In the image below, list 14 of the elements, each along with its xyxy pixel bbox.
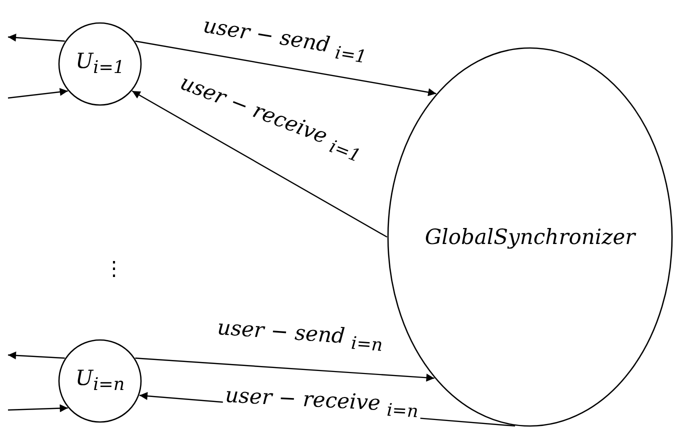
arrow bbox=[135, 358, 434, 382]
arrow bbox=[8, 88, 68, 99]
arrow bbox=[135, 40, 436, 96]
user-circle bbox=[58, 339, 142, 423]
arrow bbox=[132, 90, 388, 238]
user-circle bbox=[58, 22, 142, 106]
process-ellipse bbox=[387, 47, 673, 427]
arrow bbox=[8, 404, 68, 412]
node-label: U$_{i=n}$ bbox=[75, 366, 125, 396]
arrow bbox=[8, 351, 65, 360]
node-label: U$_{i=1}$ bbox=[75, 49, 125, 79]
node-label: GlobalSynchronizer bbox=[424, 225, 636, 249]
arrow bbox=[8, 34, 65, 42]
ellipsis-label: ⋮ bbox=[104, 256, 124, 280]
